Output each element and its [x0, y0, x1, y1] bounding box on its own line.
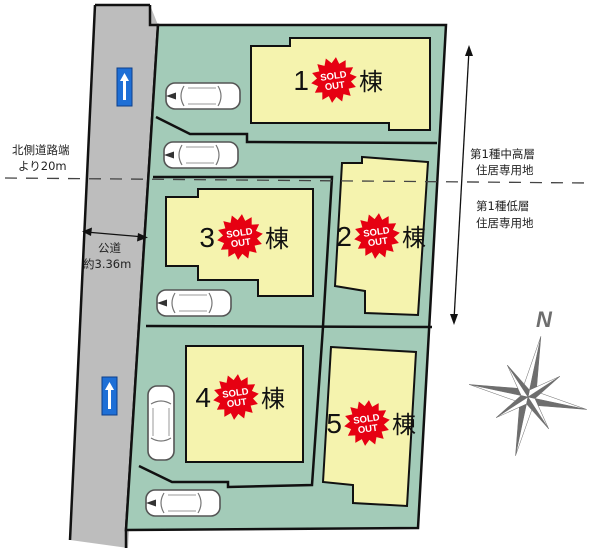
- lot-3-boundary: [153, 175, 334, 327]
- starburst-icon: [311, 57, 357, 103]
- lot-1-boundary: [155, 115, 438, 145]
- out-text: OUT: [324, 80, 346, 94]
- zoning-boundary-line: [4, 177, 591, 184]
- lot-number: 1: [293, 65, 309, 96]
- north-road-note-line2: より20m: [18, 159, 67, 173]
- sold-text: SOLD: [363, 225, 391, 240]
- lot-number: 3: [199, 222, 215, 253]
- parking-car-icon: [165, 82, 241, 110]
- sold-text: SOLD: [353, 412, 381, 427]
- parking-car-icon: [145, 489, 221, 517]
- lot-suffix: 棟: [261, 385, 285, 413]
- lot-suffix: 棟: [402, 224, 426, 252]
- sold-text: SOLD: [320, 69, 348, 84]
- out-text: OUT: [357, 423, 379, 437]
- sold-text: SOLD: [226, 226, 254, 241]
- public-road: [70, 5, 158, 548]
- starburst-icon: [213, 374, 259, 420]
- one-way-arrow-icon: [116, 67, 133, 107]
- lot-4-boundary: [138, 326, 325, 489]
- road-width-arrow: [82, 227, 148, 242]
- sold-text: SOLD: [222, 386, 250, 401]
- parking-car-icon: [163, 141, 239, 169]
- parking-car-icon: [156, 289, 232, 317]
- out-text: OUT: [367, 236, 389, 250]
- parking-car-icon: [147, 385, 175, 461]
- road-width-label: 約3.36m: [83, 257, 131, 271]
- one-way-arrow-icon: [101, 376, 118, 416]
- lot-number: 5: [326, 408, 342, 439]
- out-text: OUT: [226, 397, 248, 411]
- zoning-dimension-arrow: [450, 45, 473, 325]
- lot-suffix: 棟: [359, 68, 383, 96]
- road-label: 公道: [98, 241, 121, 255]
- starburst-icon: [217, 214, 263, 260]
- lot-suffix: 棟: [265, 225, 289, 253]
- zoning-lower-line2: 住居専用地: [476, 216, 534, 230]
- north-road-note-line1: 北側道路端: [12, 143, 70, 157]
- starburst-icon: [344, 400, 390, 446]
- lot-divider: [145, 324, 433, 329]
- zoning-upper-line1: 第1種中高層: [470, 147, 535, 161]
- lot-number: 2: [336, 221, 352, 252]
- compass-rose-icon: [469, 336, 587, 456]
- out-text: OUT: [230, 237, 252, 251]
- zoning-upper-line2: 住居専用地: [476, 163, 534, 177]
- starburst-icon: [354, 213, 400, 259]
- compass-north-label: N: [536, 307, 553, 332]
- zoning-lower-line1: 第1種低層: [476, 199, 529, 213]
- lot-number: 4: [195, 382, 211, 413]
- road-edge-left: [68, 4, 97, 541]
- lot-suffix: 棟: [392, 411, 416, 439]
